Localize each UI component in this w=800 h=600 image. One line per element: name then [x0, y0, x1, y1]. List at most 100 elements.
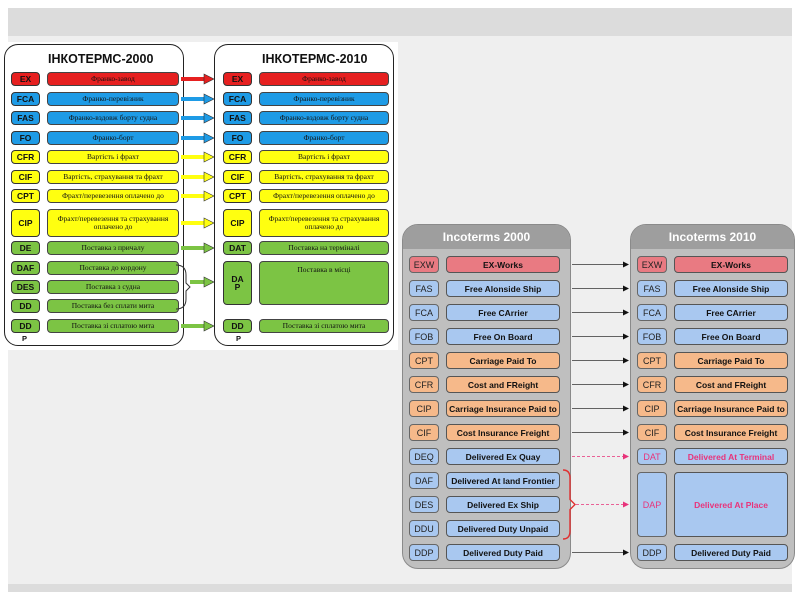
ua-2000-name-4: Вартість і фрахт: [47, 150, 179, 164]
ua-2010-code-9-l1: DA: [231, 273, 244, 284]
en-2000-name-1: Free Alonside Ship: [446, 280, 560, 297]
ua-2000-name-1: Франко-перевізник: [47, 92, 179, 106]
en-2000-code-6: CIP: [409, 400, 439, 417]
ua-2000-code-5: CIF: [11, 170, 40, 184]
en-2010-name-2: Free CArrier: [674, 304, 788, 321]
ua-2010-code-1: FCA: [223, 92, 252, 106]
en-2010-name-7: Cost Insurance Freight: [674, 424, 788, 441]
en-2000-name-9: Delivered At land Frontier: [446, 472, 560, 489]
ua-2000-name-9: Поставка до кордону: [47, 261, 179, 275]
en-2010-name-10: Delivered Duty Paid: [674, 544, 788, 561]
ua-2010-code-9-l2: P: [234, 282, 241, 292]
en-2010-name-6: Carriage Insurance Paid to: [674, 400, 788, 417]
ua-2000-code-4: CFR: [11, 150, 40, 164]
ua-2010-name-8: Поставка на терміналі: [259, 241, 389, 255]
ua-2010-code-7: CIP: [223, 209, 252, 237]
en-2000-name-0: EX-Works: [446, 256, 560, 273]
ua-2000-code-1: FCA: [11, 92, 40, 106]
ua-2010-code-3: FO: [223, 131, 252, 145]
slide-bottom-band: [8, 584, 792, 592]
ua-2000-name-12: Поставка зі сплатою мита: [47, 319, 179, 333]
en-2000-name-8: Delivered Ex Quay: [446, 448, 560, 465]
en-2000-code-0: EXW: [409, 256, 439, 273]
ua-2000-extra-p: P: [22, 334, 28, 343]
en-2010-name-5: Cost and FReight: [674, 376, 788, 393]
en-2010-code-10: DDP: [637, 544, 667, 561]
en-2010-code-7: CIF: [637, 424, 667, 441]
ua-2010-name-4: Вартість і фрахт: [259, 150, 389, 164]
ua-2010-name-3: Франко-борт: [259, 131, 389, 145]
ua-2000-code-8: DE: [11, 241, 40, 255]
en-2010-code-3: FOB: [637, 328, 667, 345]
ua-2010-name-0: Франко-завод: [259, 72, 389, 86]
en-2000-name-7: Cost Insurance Freight: [446, 424, 560, 441]
ua-2010-name-2: Франко-вздовж борту судна: [259, 111, 389, 125]
en-2010-name-3: Free On Board: [674, 328, 788, 345]
ua-2010-name-5: Вартість, страхування та фрахт: [259, 170, 389, 184]
ua-2010-code-0: EX: [223, 72, 252, 86]
en-2010-name-4: Carriage Paid To: [674, 352, 788, 369]
en-2000-name-6: Carriage Insurance Paid to: [446, 400, 560, 417]
ua-2010-code-2: FAS: [223, 111, 252, 125]
en-2010-name-0: EX-Works: [674, 256, 788, 273]
en-2010-code-4: CPT: [637, 352, 667, 369]
ua-2000-name-6: Фрахт/перевезення оплачено до: [47, 189, 179, 203]
en-2000-name-3: Free On Board: [446, 328, 560, 345]
en-2000-name-5: Cost and FReight: [446, 376, 560, 393]
en-2000-name-10: Delivered Ex Ship: [446, 496, 560, 513]
en-2000-name-11: Delivered Duty Unpaid: [446, 520, 560, 537]
ua-2000-name-0: Франко-завод: [47, 72, 179, 86]
en-2000-code-9: DAF: [409, 472, 439, 489]
en-2000-name-12: Delivered Duty Paid: [446, 544, 560, 561]
en-2010-name-8: Delivered At Terminal: [674, 448, 788, 465]
ua-2000-code-7: CIP: [11, 209, 40, 237]
ua-2000-code-2: FAS: [11, 111, 40, 125]
en-2000-code-3: FOB: [409, 328, 439, 345]
ua-2000-name-3: Франко-борт: [47, 131, 179, 145]
ua-2000-code-11: DD: [11, 299, 40, 313]
ua-2000-code-6: CPT: [11, 189, 40, 203]
incoterms-2000-panel: Incoterms 2000: [402, 224, 571, 569]
en-2000-code-5: CFR: [409, 376, 439, 393]
ua-2010-name-10: Поставка зі сплатою мита: [259, 319, 389, 333]
ua-2000-name-8: Поставка з причалу: [47, 241, 179, 255]
ua-2000-code-9: DAF: [11, 261, 40, 275]
en-2010-code-0: EXW: [637, 256, 667, 273]
en-2000-code-7: CIF: [409, 424, 439, 441]
ua-2010-code-4: CFR: [223, 150, 252, 164]
ua-2010-name-6: Фрахт/перевезення оплачено до: [259, 189, 389, 203]
ua-2010-name-7: Фрахт/перевезення та страхування оплачен…: [259, 209, 389, 237]
ua-2000-name-7: Фрахт/перевезення та страхування оплачен…: [47, 209, 179, 237]
en-2010-name-1: Free Alonside Ship: [674, 280, 788, 297]
en-2010-code-6: CIP: [637, 400, 667, 417]
en-2000-code-8: DEQ: [409, 448, 439, 465]
en-2000-code-4: CPT: [409, 352, 439, 369]
incoterms-2000-title: Incoterms 2000: [403, 225, 570, 249]
ua-2010-code-8: DAT: [223, 241, 252, 255]
ua-2010-name-1: Франко-перевізник: [259, 92, 389, 106]
en-2000-code-2: FCA: [409, 304, 439, 321]
en-2000-name-2: Free CArrier: [446, 304, 560, 321]
ua-2000-code-3: FO: [11, 131, 40, 145]
ua-2000-code-10: DES: [11, 280, 40, 294]
en-2000-code-11: DDU: [409, 520, 439, 537]
en-2010-code-8: DAT: [637, 448, 667, 465]
ua-2000-name-11: Поставка без сплати мита: [47, 299, 179, 313]
ua-2000-title: ІНКОТЕРМС-2000: [48, 52, 154, 66]
ua-2000-name-5: Вартість, страхування та фрахт: [47, 170, 179, 184]
ua-2010-code-6: CPT: [223, 189, 252, 203]
ua-2000-name-10: Поставка з судна: [47, 280, 179, 294]
en-2000-code-10: DES: [409, 496, 439, 513]
en-2010-code-2: FCA: [637, 304, 667, 321]
ua-2010-code-5: CIF: [223, 170, 252, 184]
en-2000-code-1: FAS: [409, 280, 439, 297]
en-2010-name-9: Delivered At Place: [674, 472, 788, 537]
ua-2010-extra-p: P: [236, 334, 242, 343]
ua-2000-code-0: EX: [11, 72, 40, 86]
en-2010-code-1: FAS: [637, 280, 667, 297]
en-2010-code-5: CFR: [637, 376, 667, 393]
ua-2010-name-9: Поставка в місці: [259, 261, 389, 305]
